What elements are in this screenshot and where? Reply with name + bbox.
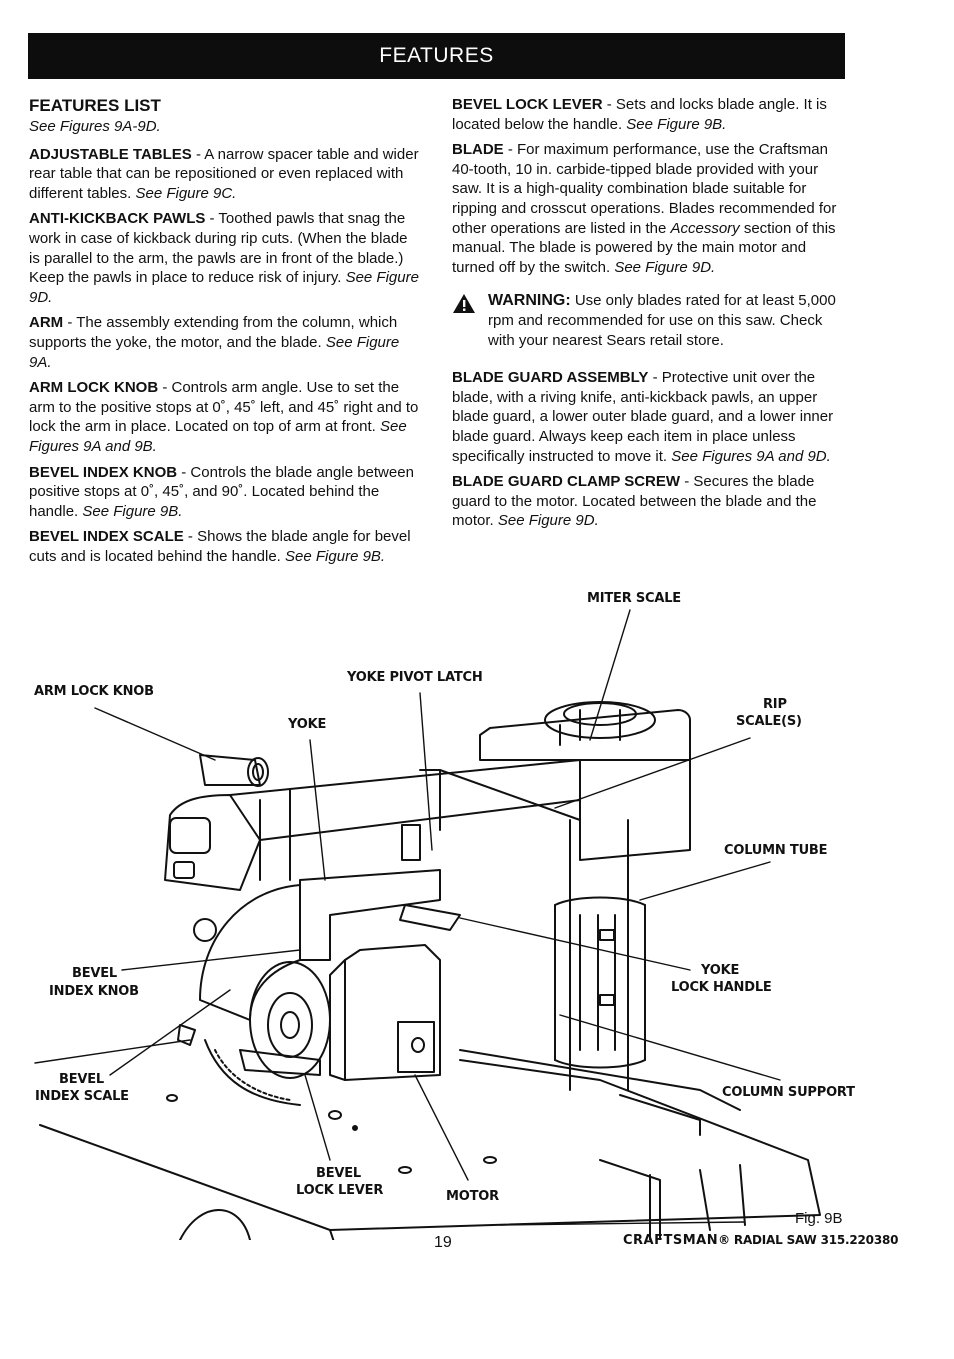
bevel-lock-lever-shape [239,1049,321,1076]
column-support-shape [459,1049,741,1136]
figure-ref: See Figures 9A and 9D. [671,447,831,465]
callout-column-tube: COLUMN TUBE [724,843,828,858]
features-list-heading: FEATURES LIST [29,96,161,115]
figure-ref: See Figure 9B. [82,502,183,520]
radial-saw-illustration [34,609,821,1240]
callout-column-support: COLUMN SUPPORT [722,1085,855,1100]
product-model: RADIAL SAW 315.220380 [729,1233,899,1247]
feature-term: ARM [29,314,64,332]
feature-text: - Controls arm angle. Use to set the arm… [29,379,419,436]
column-tube-shape [554,819,646,1091]
accessory-ref: Accessory [670,219,740,237]
feature-text: section of this manual. The blade is pow… [452,219,836,276]
feature-term: BEVEL LOCK LEVER [452,96,603,113]
warning-title: WARNING: [488,292,571,310]
arm-lock-knob-shape [199,754,269,787]
right-column: BEVEL LOCK LEVER - Sets and locks blade … [452,95,846,537]
callout-arm-lock-knob: ARM LOCK KNOB [34,684,154,699]
feature-text: - Secures the blade guard to the motor. … [452,473,817,530]
feature-text: - Shows the blade angle for bevel cuts a… [29,528,411,565]
feature-entry: BLADE GUARD ASSEMBLY - Protective unit o… [452,368,846,466]
callout-bevel-lock-lever-1: BEVEL [316,1166,362,1181]
feature-text: - A narrow spacer table and wider rear t… [29,145,419,202]
feature-term: BLADE GUARD ASSEMBLY [452,369,649,387]
feature-term: BEVEL INDEX KNOB [29,463,178,481]
warning-text-block: WARNING: Use only blades rated for at le… [488,291,846,350]
worktable [39,1059,821,1231]
feature-term: BEVEL INDEX SCALE [29,528,184,546]
feature-text: - Controls the blade angle between posit… [29,463,414,520]
trademark-mark: ® [718,1233,730,1247]
arm-shape [164,759,581,891]
callout-yoke: YOKE [288,717,327,732]
footer-brand-line: CRAFTSMAN® RADIAL SAW 315.220380 [623,1233,898,1248]
figure-ref: See Figures 9A and 9B. [29,418,407,455]
figure-ref: See Figure 9C. [135,184,237,202]
callout-yoke-lock-handle-2: LOCK HANDLE [671,980,772,995]
feature-term: ADJUSTABLE TABLES [29,145,192,163]
feature-entry: BLADE GUARD CLAMP SCREW - Secures the bl… [452,472,846,531]
feature-entry: BEVEL INDEX KNOB - Controls the blade an… [29,463,421,522]
left-column: FEATURES LIST See Figures 9A-9D. ADJUSTA… [29,95,421,572]
banner-title: FEATURES [379,44,494,67]
figure-ref: See Figure 9D. [614,258,716,276]
feature-text: - Toothed pawls that snag the work in ca… [29,210,408,287]
feature-entry: ADJUSTABLE TABLES - A narrow spacer tabl… [29,145,421,204]
callout-bevel-index-knob-1: BEVEL [72,966,118,981]
yoke-shape [299,824,461,961]
callout-bevel-lock-lever-2: LOCK LEVER [296,1183,384,1198]
figure-label: Fig. 9B [795,1210,843,1227]
callout-bevel-index-scale-1: BEVEL [59,1072,105,1087]
feature-text: - The assembly extending from the column… [29,314,398,351]
feature-entry: BEVEL LOCK LEVER - Sets and locks blade … [452,95,846,134]
feature-text: - Sets and locks blade angle. It is loca… [452,96,827,133]
feature-term: BLADE GUARD CLAMP SCREW [452,473,681,491]
feature-entry: ARM - The assembly extending from the co… [29,313,421,372]
callout-rip-scales-1: RIP [763,697,787,712]
callout-yoke-pivot-latch: YOKE PIVOT LATCH [347,670,483,685]
callout-bevel-index-knob-2: INDEX KNOB [49,984,139,999]
callout-miter-scale: MITER SCALE [587,591,681,606]
callout-yoke-lock-handle-1: YOKE [701,963,740,978]
brand-logo-text: CRAFTSMAN [623,1233,719,1248]
figure-ref: See Figure 9B. [285,547,386,565]
feature-term: BLADE [452,141,504,159]
callout-bevel-index-scale-2: INDEX SCALE [35,1089,129,1104]
callout-motor: MOTOR [446,1189,499,1204]
feature-term: ANTI-KICKBACK PAWLS [29,210,206,228]
figure-ref: See Figure 9D. [29,269,419,306]
figure-ref: See Figure 9B. [626,115,727,133]
warning-icon [452,291,488,350]
features-list-subheading: See Figures 9A-9D. [29,118,161,135]
callout-rip-scales-2: SCALE(S) [736,714,802,729]
callout-leaders [34,609,781,1226]
figure-ref: See Figure 9D. [497,512,599,530]
feature-text: - Protective unit over the blade, with a… [452,369,834,465]
feature-term: ARM LOCK KNOB [29,379,159,397]
warning-text: Use only blades rated for at least 5,000… [488,292,836,349]
feature-text: - For maximum performance, use the Craft… [452,141,837,237]
feature-entry: BLADE - For maximum performance, use the… [452,140,846,277]
warning-block: WARNING: Use only blades rated for at le… [452,291,846,350]
page-number: 19 [434,1234,452,1251]
figure-ref: See Figure 9A. [29,333,400,371]
section-banner: FEATURES [28,33,845,79]
bevel-index-knob-shape [193,918,217,942]
feature-entry: BEVEL INDEX SCALE - Shows the blade angl… [29,527,421,566]
blade-guard-shape [199,884,301,1106]
motor-shape [329,944,441,1081]
feature-entry: ARM LOCK KNOB - Controls arm angle. Use … [29,378,421,456]
feature-entry: ANTI-KICKBACK PAWLS - Toothed pawls that… [29,209,421,307]
arm-column-housing [479,701,691,861]
